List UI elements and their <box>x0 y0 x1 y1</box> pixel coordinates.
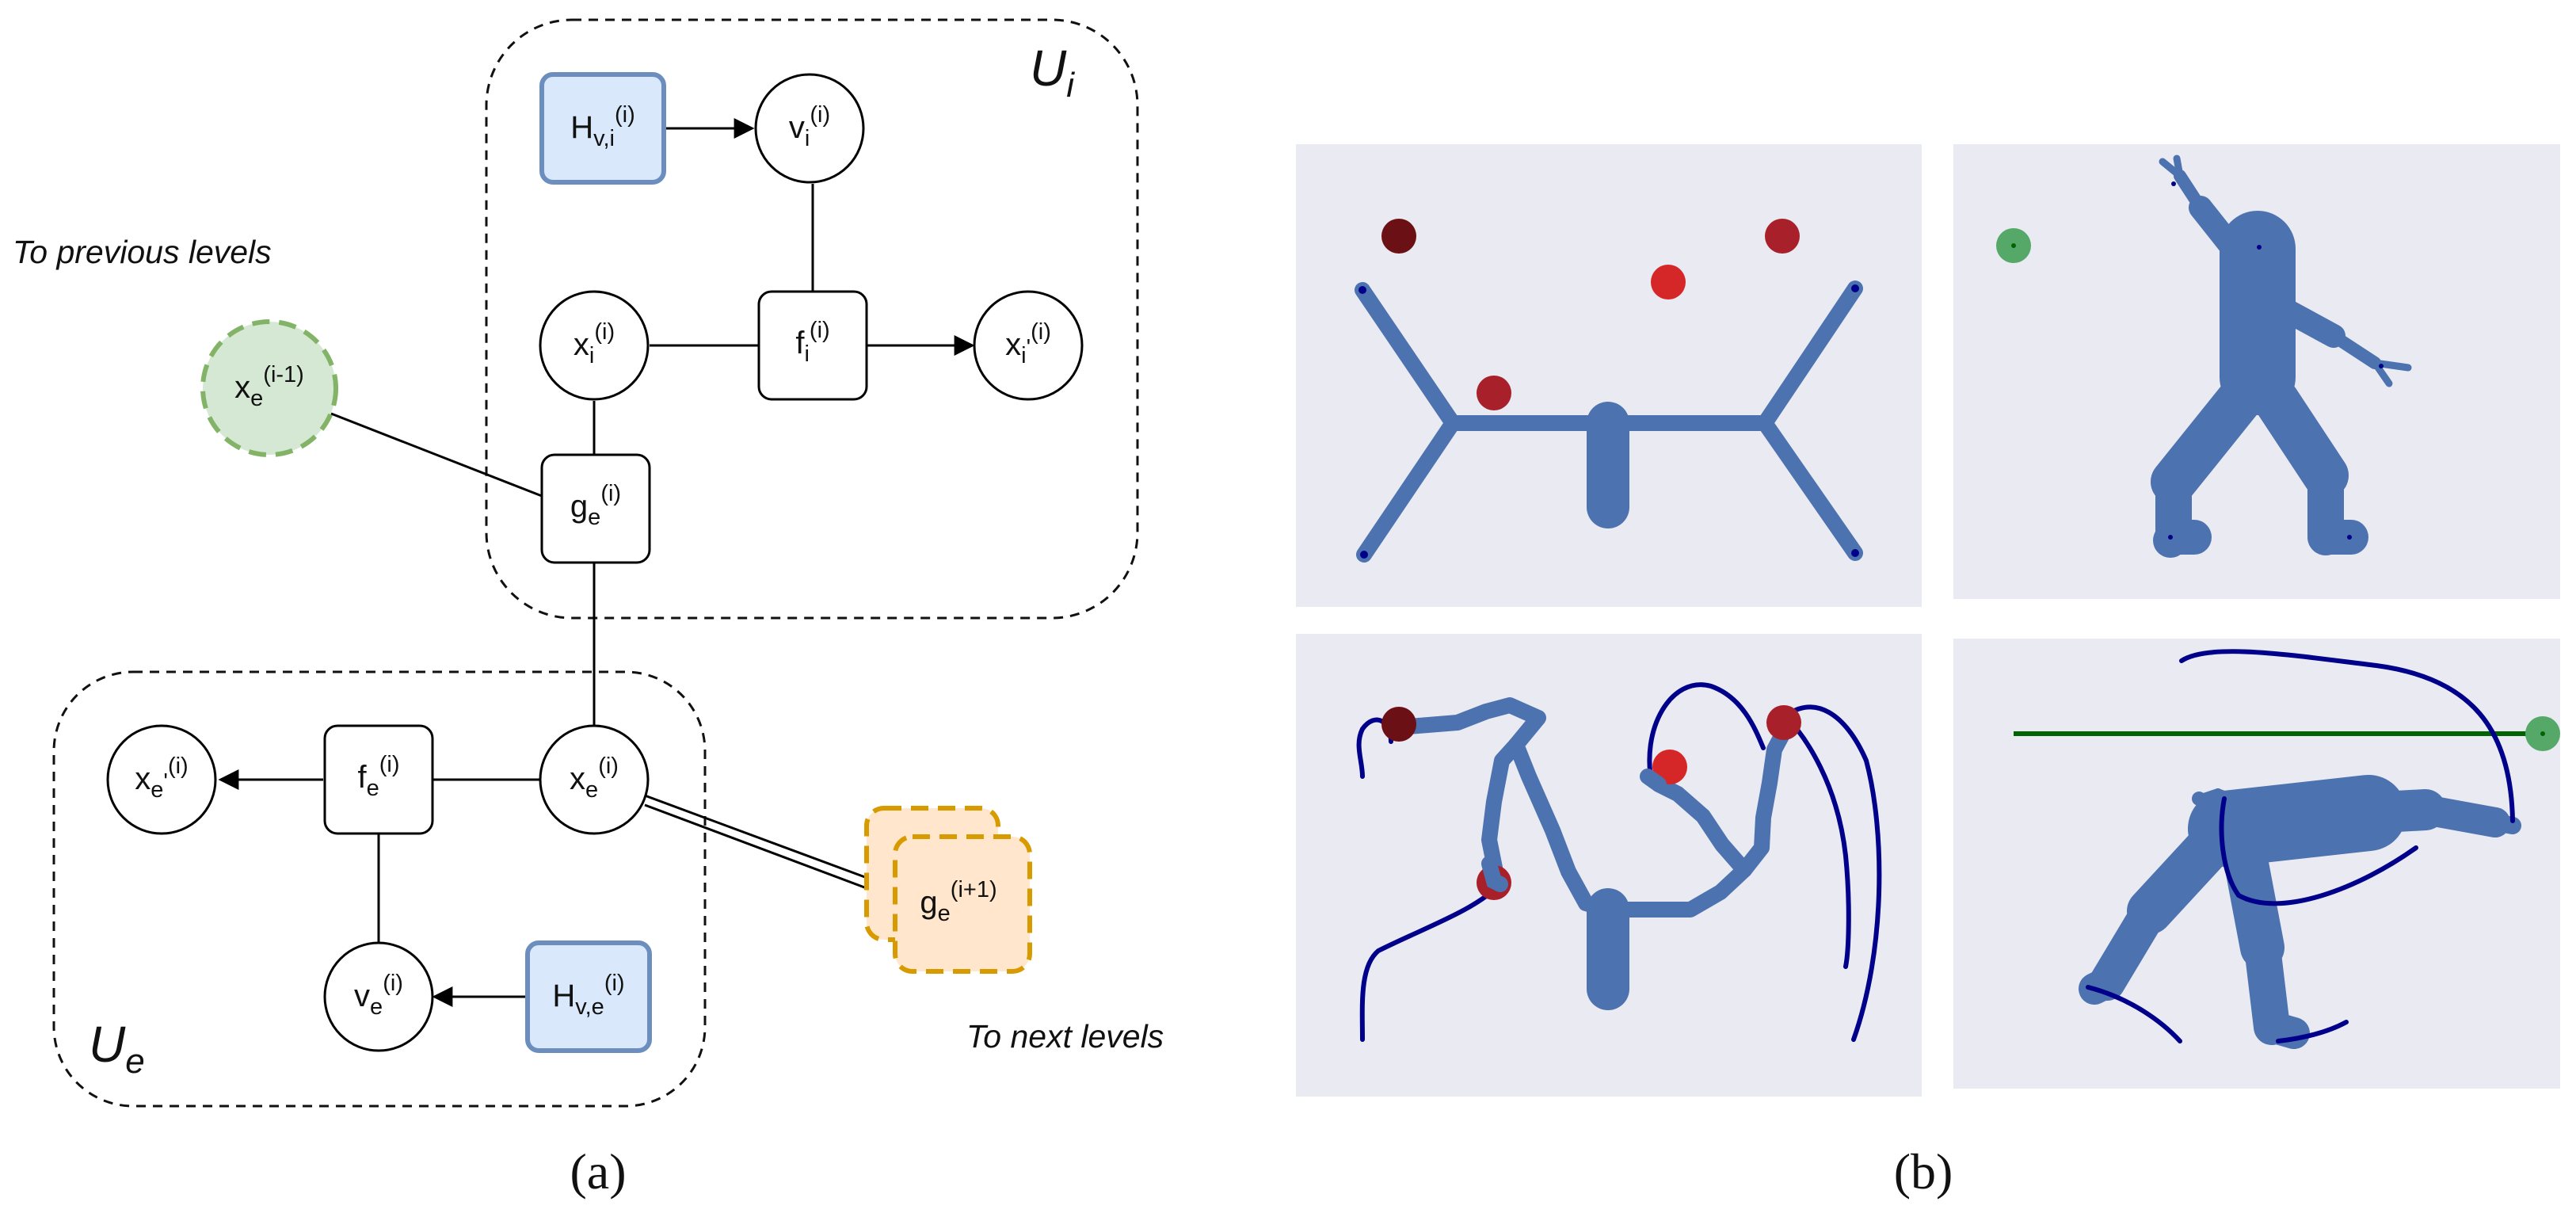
svg-text:xe(i): xe(i) <box>570 753 619 803</box>
target-marker <box>1477 376 1511 410</box>
node-x-e: xe(i) <box>539 724 650 835</box>
panel-b: (b) <box>1296 144 2560 1200</box>
svg-text:fi(i): fi(i) <box>795 318 829 367</box>
plate-ue-label: Ue <box>89 1016 145 1081</box>
plate-ui-label: Ui <box>1030 40 1075 105</box>
node-x-e-prime: xe'(i) <box>106 724 217 835</box>
node-f-e: fe(i) <box>323 724 434 835</box>
edge-xe-genext-1 <box>644 794 872 881</box>
node-H-vi: Hv,i(i) <box>539 72 666 185</box>
node-x-i: xi(i) <box>539 290 650 401</box>
node-x-e-prev: xe(i-1) <box>200 319 338 457</box>
svg-text:fe(i): fe(i) <box>357 752 399 801</box>
scene-top-right <box>1953 144 2560 599</box>
caption-b: (b) <box>1894 1143 1953 1200</box>
annotation-to-next-levels: To next levels <box>966 1018 1164 1055</box>
edges <box>218 118 975 1007</box>
scene-bottom-right <box>1953 639 2560 1089</box>
svg-text:vi(i): vi(i) <box>789 102 830 151</box>
edge-xeprev-ge <box>330 412 543 498</box>
annotation-to-previous-levels: To previous levels <box>13 234 272 270</box>
svg-text:xe(i-1): xe(i-1) <box>234 362 304 411</box>
target-marker <box>1766 705 1801 740</box>
svg-text:ve(i): ve(i) <box>354 971 403 1020</box>
scene-bottom-left <box>1296 634 1922 1097</box>
plate-ui <box>485 18 1139 620</box>
node-g-e: ge(i) <box>540 453 651 564</box>
edge-xe-genext-2 <box>644 803 899 902</box>
node-f-i: fi(i) <box>757 290 868 401</box>
scene-top-left <box>1296 144 1922 607</box>
target-marker <box>1381 219 1416 254</box>
svg-text:ge(i): ge(i) <box>570 481 621 530</box>
panel-a: Ui Ue Hv,i(i) vi(i) <box>13 18 1164 1200</box>
svg-text:Hv,i(i): Hv,i(i) <box>570 102 635 151</box>
target-marker <box>1652 750 1687 784</box>
node-g-e-next: ge(i+1) <box>864 806 1032 974</box>
svg-text:Hv,e(i): Hv,e(i) <box>552 971 624 1020</box>
svg-text:xe'(i): xe'(i) <box>135 753 188 803</box>
node-v-e: ve(i) <box>323 941 434 1052</box>
svg-text:xi(i): xi(i) <box>574 319 615 368</box>
svg-text:xi'(i): xi'(i) <box>1005 319 1051 368</box>
target-marker <box>1765 219 1800 254</box>
caption-a: (a) <box>570 1143 626 1200</box>
plate-ue <box>52 670 707 1108</box>
node-H-ve: Hv,e(i) <box>525 940 652 1053</box>
target-marker <box>1381 707 1416 742</box>
target-marker <box>1651 265 1686 299</box>
svg-text:ge(i+1): ge(i+1) <box>920 877 996 926</box>
node-x-i-prime: xi'(i) <box>973 290 1084 401</box>
node-v-i: vi(i) <box>754 73 865 184</box>
